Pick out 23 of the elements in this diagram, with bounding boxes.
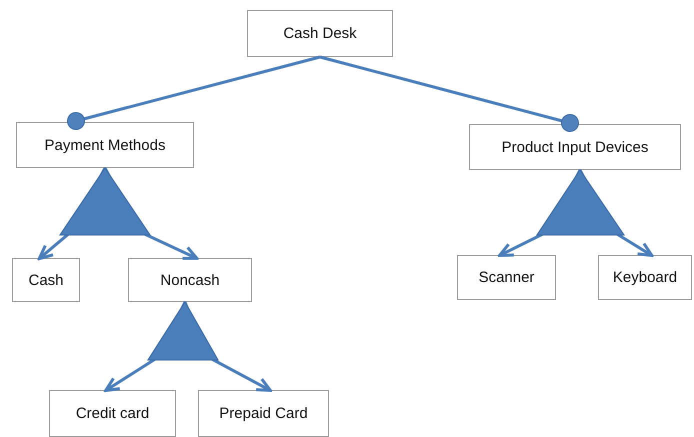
feature-box — [49, 390, 176, 437]
feature-box — [16, 122, 194, 168]
feature-label: Keyboard — [612, 269, 678, 286]
arrow — [60, 167, 198, 260]
feature-label: Cash Desk — [283, 25, 357, 42]
feature-box — [247, 10, 393, 57]
feature-label: Prepaid Card — [219, 405, 308, 422]
arrow — [536, 169, 654, 258]
feature-box — [469, 124, 681, 170]
feature-label: Credit card — [76, 405, 150, 422]
feature-label: Payment Methods — [44, 136, 166, 154]
feature-label: Noncash — [160, 272, 220, 288]
feature-box — [198, 390, 329, 437]
feature-box — [457, 255, 556, 300]
feature-box — [12, 258, 80, 302]
mandatory-connector — [67, 56, 320, 130]
feature-label: Scanner — [478, 269, 534, 286]
feature-box — [598, 255, 692, 300]
mandatory-connector — [320, 56, 579, 132]
arrow — [148, 301, 272, 392]
feature-label: Product Input Devices — [502, 138, 648, 156]
feature-label: Cash — [28, 272, 64, 288]
feature-box — [128, 258, 252, 302]
